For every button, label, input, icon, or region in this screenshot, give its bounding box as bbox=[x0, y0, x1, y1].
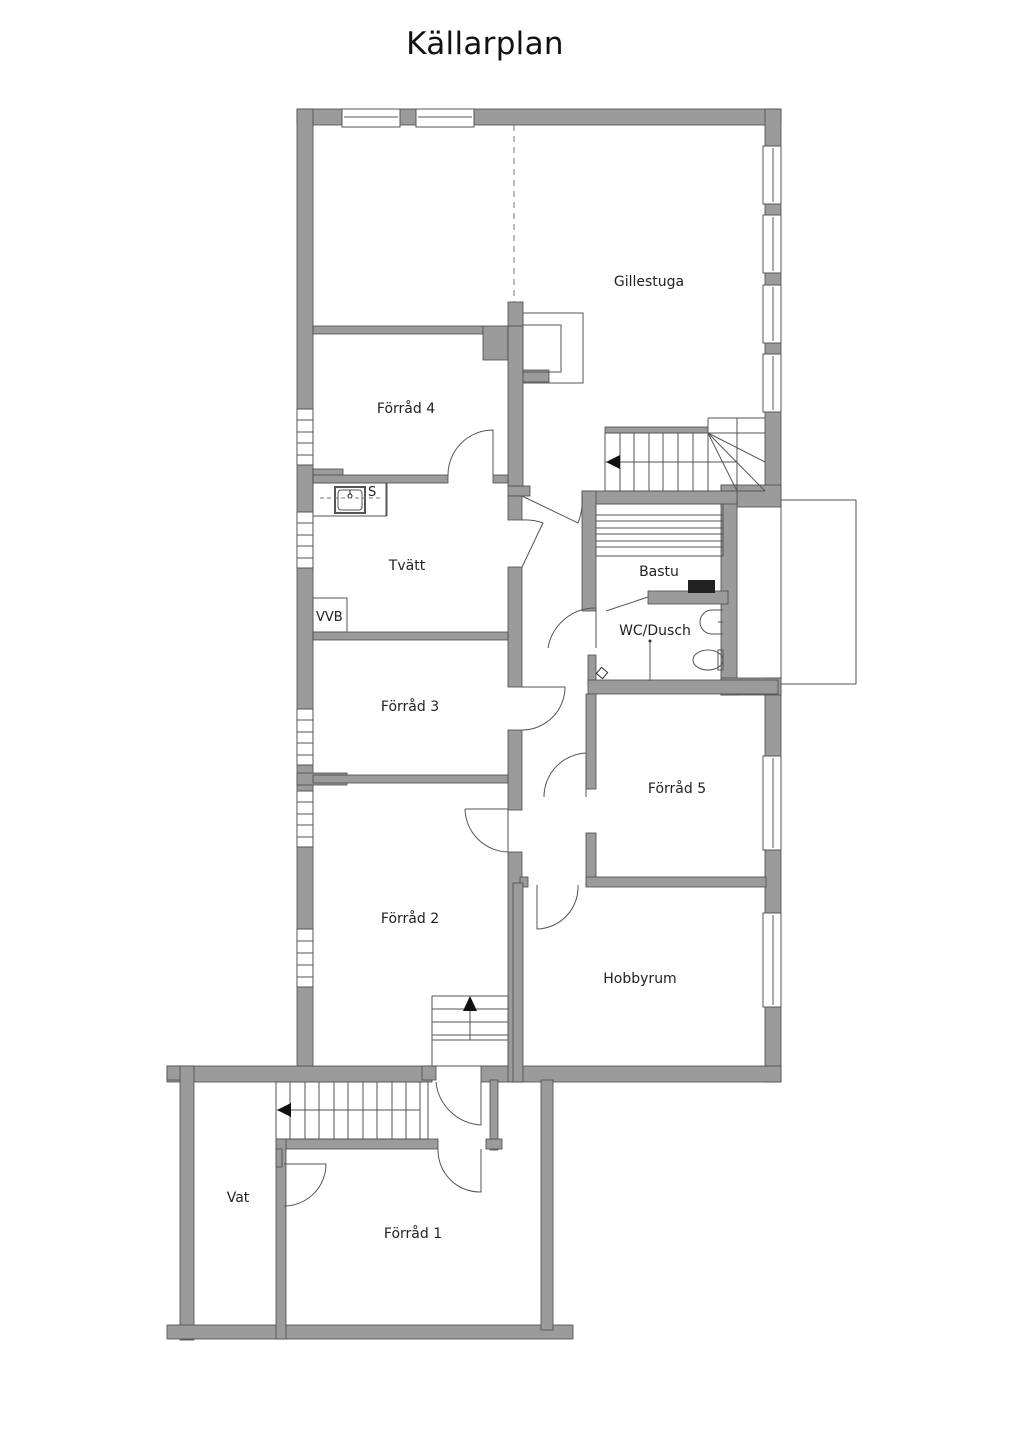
room-label-wcdusch: WC/Dusch bbox=[619, 623, 691, 639]
windows bbox=[296, 108, 782, 1008]
stairs-lower bbox=[275, 1081, 429, 1140]
washbasin-icon bbox=[699, 609, 723, 635]
room-label-forrad2: Förråd 2 bbox=[381, 910, 439, 927]
page-title: Källarplan bbox=[406, 26, 564, 62]
sink-label: S bbox=[368, 485, 376, 500]
room-label-hobbyrum: Hobbyrum bbox=[603, 971, 676, 987]
room-label-forrad5: Förråd 5 bbox=[648, 780, 706, 797]
interior-walls bbox=[275, 301, 779, 1340]
stairs-gillestuga bbox=[604, 417, 766, 492]
porch bbox=[780, 499, 857, 685]
toilet-icon bbox=[692, 649, 724, 671]
outer-walls bbox=[166, 108, 782, 1341]
laundry-counter bbox=[312, 482, 388, 517]
room-label-forrad3: Förråd 3 bbox=[381, 698, 439, 715]
shower-icon bbox=[595, 639, 652, 681]
doors bbox=[283, 429, 649, 1207]
room-label-forrad1: Förråd 1 bbox=[384, 1225, 442, 1242]
sauna-heater-icon bbox=[688, 580, 715, 593]
fireplace-icon bbox=[522, 312, 584, 384]
water-heater-label: VVB bbox=[316, 610, 343, 625]
sauna-benches bbox=[595, 503, 724, 557]
room-label-tvatt: Tvätt bbox=[388, 558, 426, 574]
room-label-bastu: Bastu bbox=[639, 564, 679, 580]
room-label-vat: Vat bbox=[227, 1190, 250, 1206]
water-heater-icon bbox=[312, 597, 348, 633]
room-label-forrad4: Förråd 4 bbox=[377, 400, 435, 417]
stairs-forrad2 bbox=[431, 995, 509, 1067]
room-label-gillestuga: Gillestuga bbox=[614, 274, 684, 290]
